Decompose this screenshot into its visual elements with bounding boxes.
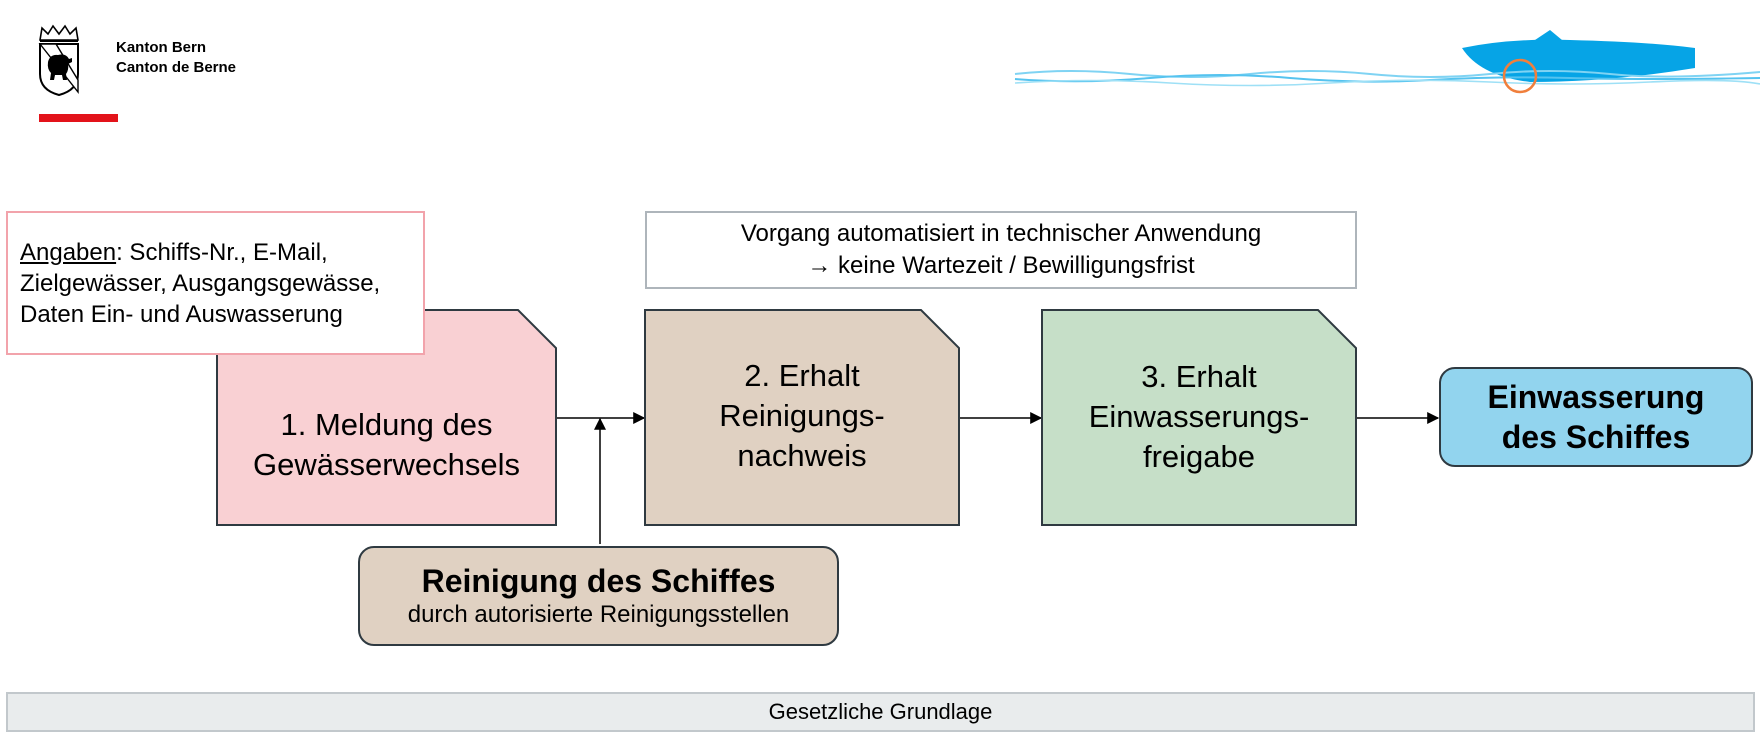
legal-basis-bar: Gesetzliche Grundlage — [6, 692, 1755, 732]
cleaning-title: Reinigung des Schiffes — [421, 563, 776, 599]
automation-note-line-2: → keine Wartezeit / Bewilligungsfrist — [807, 252, 1195, 279]
org-name-de: Kanton Bern — [116, 39, 206, 56]
org-name-fr: Canton de Berne — [116, 59, 237, 76]
step-2-box: 2. Erhalt Reinigungs- nachweis — [644, 309, 960, 526]
motorboat-on-water-icon — [1014, 30, 1760, 94]
cleaning-subtitle: durch autorisierte Reinigungsstellen — [407, 601, 790, 628]
legal-basis-label: Gesetzliche Grundlage — [768, 699, 993, 724]
step-3-box: 3. Erhalt Einwasserungs- freigabe — [1041, 309, 1357, 526]
automation-note-line-1: Vorgang automatisiert in technischer Anw… — [740, 220, 1262, 247]
step-3-label: 3. Erhalt Einwasserungs- freigabe — [1088, 358, 1310, 474]
submission-details-box: Angaben: Schiffs-Nr., E-Mail, Zielgewäss… — [6, 211, 425, 355]
details-heading: Angaben — [20, 239, 117, 266]
boat-graphic — [1010, 26, 1760, 102]
step-2-label: 2. Erhalt Reinigungs- nachweis — [719, 357, 885, 473]
bern-bear-coat-of-arms-icon — [38, 24, 79, 97]
step-1-label: 1. Meldung des Gewässerwechsels — [252, 406, 521, 482]
details-text: : Schiffs-Nr., E-Mail, Zielgewässer, Aus… — [20, 239, 381, 328]
final-step-box: Einwasserung des Schiffes — [1439, 367, 1753, 467]
automation-note-box: Vorgang automatisiert in technischer Anw… — [645, 211, 1357, 289]
bern-coat-of-arms-logo — [36, 22, 82, 97]
boat-cleaning-box: Reinigung des Schiffes durch autorisiert… — [358, 546, 839, 646]
step-1-box: 1. Meldung des Gewässerwechsels — [216, 309, 557, 526]
brand-accent-bar — [39, 114, 118, 122]
